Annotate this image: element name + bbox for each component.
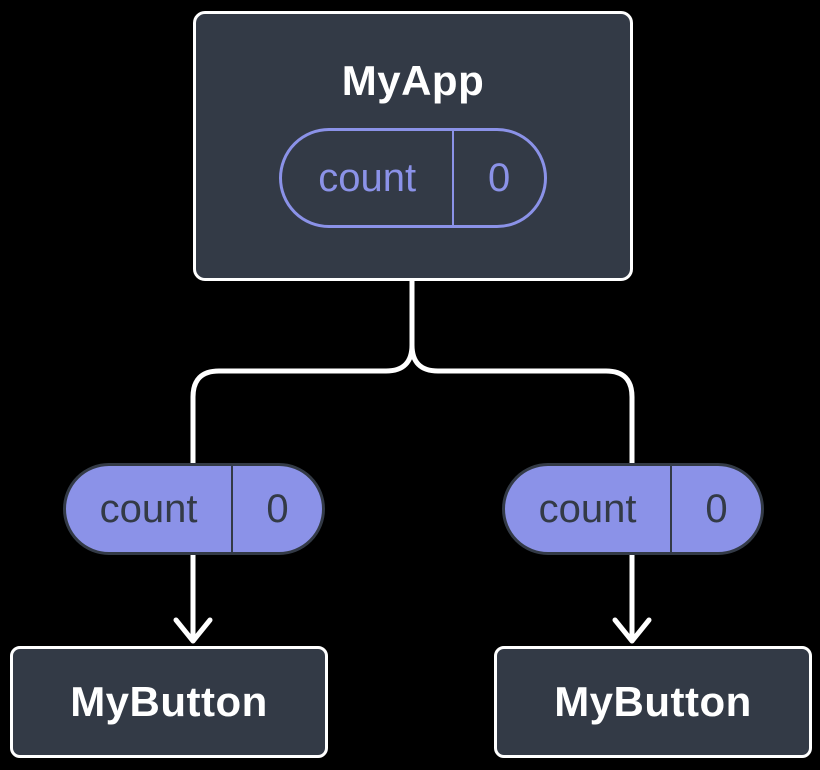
child-component-box-left: MyButton xyxy=(10,646,328,758)
root-component-title: MyApp xyxy=(341,57,485,104)
child-component-title-left: MyButton xyxy=(70,678,268,725)
prop-pill-left: count 0 xyxy=(63,463,325,555)
child-component-box-right: MyButton xyxy=(494,646,812,758)
state-pill-value: 0 xyxy=(452,131,544,225)
prop-pill-left-label: count xyxy=(99,486,198,531)
root-component-box: MyApp count 0 xyxy=(193,11,633,281)
arrowhead-left-icon xyxy=(173,617,213,644)
state-pill-label: count xyxy=(318,155,417,200)
prop-pill-right-label: count xyxy=(538,486,637,531)
prop-pill-right-value: 0 xyxy=(670,466,761,552)
arrowhead-right-icon xyxy=(612,617,652,644)
child-component-title-right: MyButton xyxy=(554,678,752,725)
state-pill: count 0 xyxy=(279,128,547,228)
prop-pill-right: count 0 xyxy=(502,463,764,555)
connector-left-branch xyxy=(190,276,415,641)
prop-pill-left-value: 0 xyxy=(231,466,322,552)
connector-right-branch xyxy=(409,276,635,641)
